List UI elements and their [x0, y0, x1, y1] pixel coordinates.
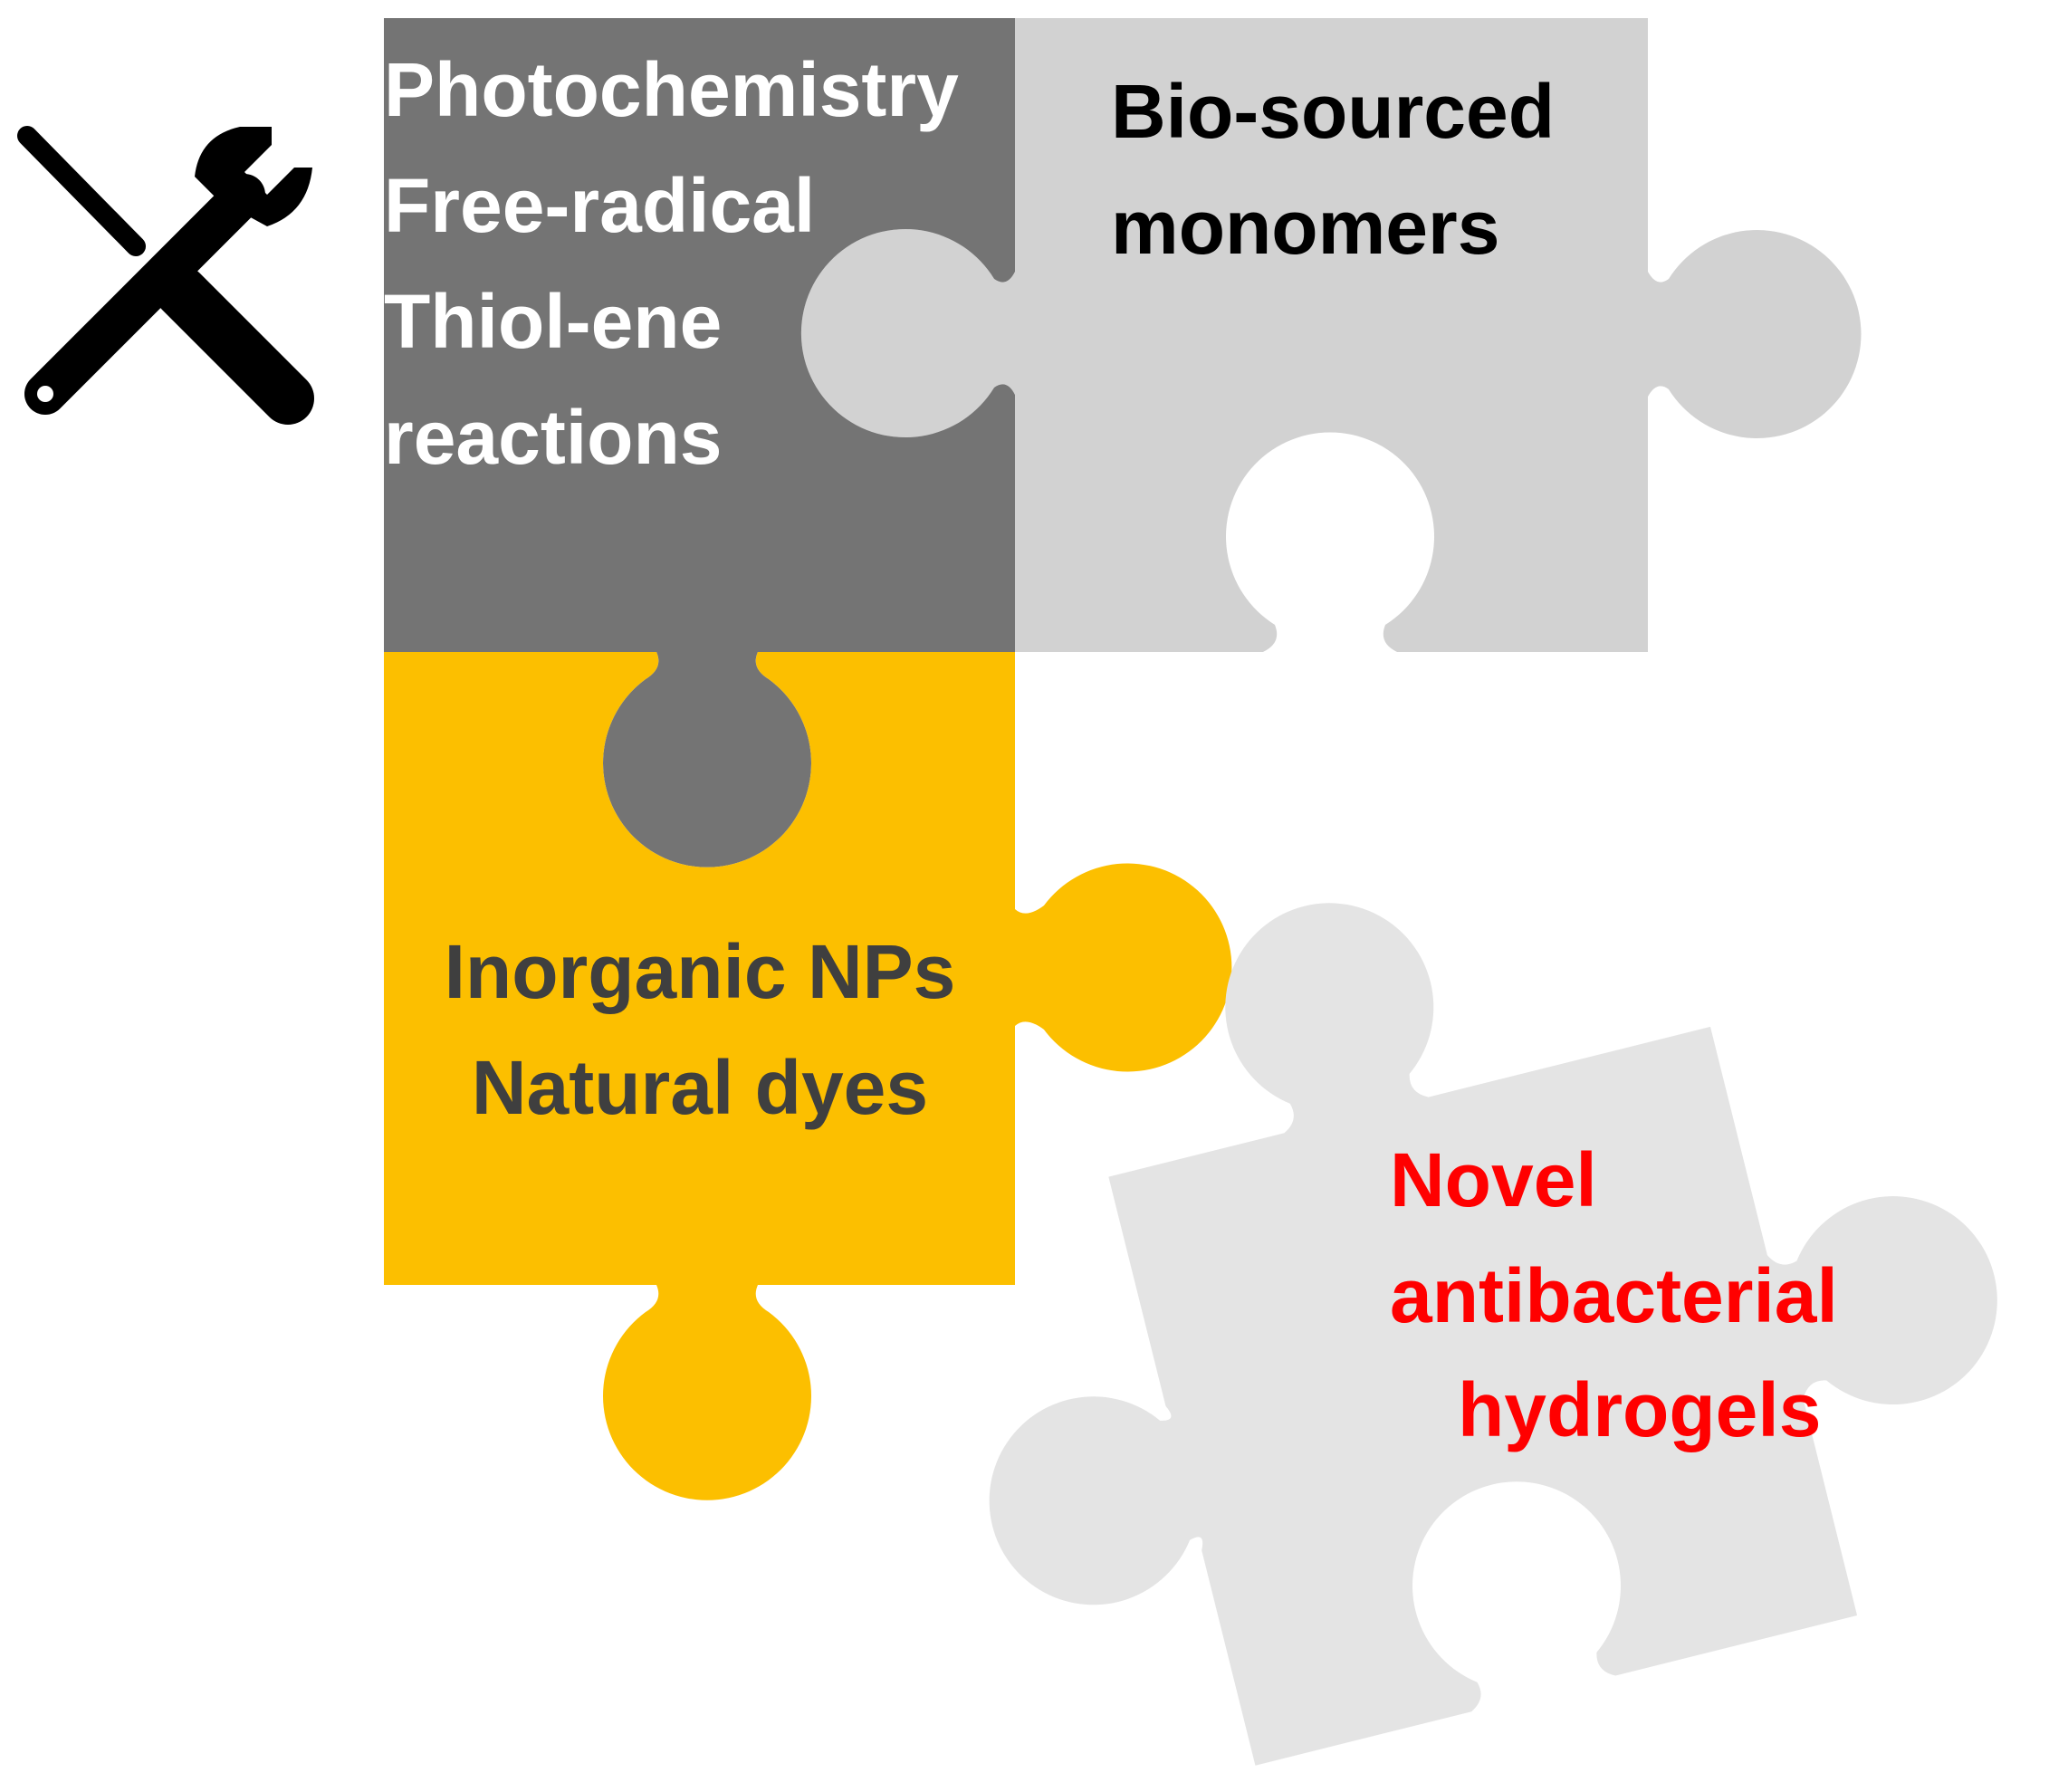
- methods-line: Thiol-ene: [384, 279, 722, 364]
- additives-label: Inorganic NPs Natural dyes: [445, 929, 956, 1130]
- additives-line: Natural dyes: [472, 1045, 928, 1130]
- monomers-piece: [800, 18, 1862, 652]
- additives-line: Inorganic NPs: [445, 929, 956, 1014]
- wrench-icon: [24, 127, 312, 415]
- additives-piece: [384, 652, 1232, 1500]
- tools-icon: [17, 126, 314, 425]
- result-line: antibacterial: [1390, 1253, 1838, 1338]
- result-line: Novel: [1390, 1137, 1597, 1222]
- methods-label: Photochemistry Free-radical Thiol-ene re…: [384, 47, 959, 480]
- monomers-label: Bio-sourced monomers: [1111, 69, 1555, 270]
- monomers-line: Bio-sourced: [1111, 69, 1555, 154]
- result-label: Novel antibacterial hydrogels: [1390, 1137, 1838, 1452]
- methods-piece: [384, 18, 1015, 867]
- screwdriver-icon: [17, 126, 314, 425]
- methods-line: reactions: [384, 395, 723, 480]
- result-line: hydrogels: [1458, 1367, 1821, 1452]
- monomers-line: monomers: [1111, 185, 1499, 270]
- methods-line: Photochemistry: [384, 47, 959, 132]
- methods-line: Free-radical: [384, 163, 815, 248]
- result-piece: [989, 903, 1997, 1766]
